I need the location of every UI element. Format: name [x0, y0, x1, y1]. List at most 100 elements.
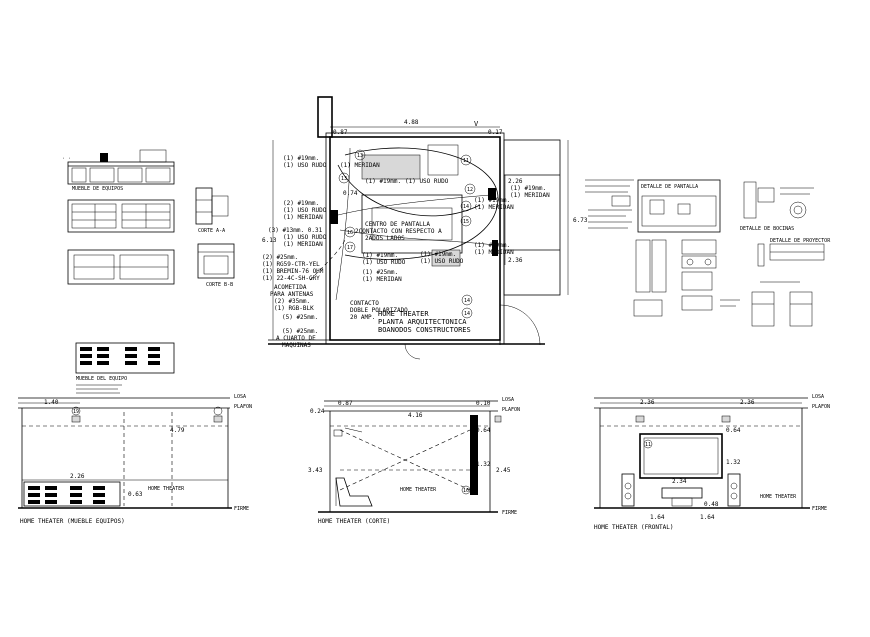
plan-note: (1) RG59-CTR-YEL [262, 261, 320, 268]
elev3-dim-f: 0.64 [726, 427, 741, 434]
plan-title-1: HOME THEATER [378, 310, 429, 318]
plan-center-note: 2CONTACTO CON RESPECTO A [355, 228, 442, 235]
plan-dim-right-total: 6.73 [573, 217, 588, 224]
elev2-dim-g: 0.64 [476, 427, 491, 434]
plan-note: (1) MERIDAN [283, 241, 323, 248]
detail-label-4: MUEBLE DEL EQUIPO [76, 376, 127, 382]
elev-tag: 19 [73, 409, 79, 415]
plan-tag: 17 [347, 245, 353, 251]
detail-text: · · [62, 156, 71, 162]
cabinet-top-elevation [67, 149, 175, 185]
plan-note: (2) #19mm. [283, 200, 319, 207]
floor-plan: 4.88 0.87 0.17 6.73 2.26 2.36 6.13 0.74 … [262, 96, 588, 360]
elev1-dim-b: 4.79 [170, 427, 185, 434]
plan-right-note: (1) USO RUDO [420, 258, 464, 265]
plan-note: (1) USO RUDO [283, 162, 327, 169]
plan-note: (3) #13mm. 0.31 [268, 227, 323, 234]
elev3-dim-e: 1.64 [700, 514, 715, 521]
plan-right-note: (1) MERIDAN [474, 204, 514, 211]
equipment-rack-detail: MUEBLE DEL EQUIPO [75, 342, 175, 394]
plan-right-note: (1) MERIDAN [510, 192, 550, 199]
elev3-dim-b: 2.36 [740, 399, 755, 406]
plan-dim-right-1: 2.26 [508, 178, 523, 185]
plan-note: A CUARTO DE [276, 335, 316, 342]
elev2-dim-b: 4.16 [408, 412, 423, 419]
elev2-dim-d: 3.43 [308, 467, 323, 474]
plan-tag: 13 [341, 176, 347, 182]
plan-center-notes: CENTRO DE PANTALLA 2CONTACTO CON RESPECT… [350, 178, 449, 321]
plan-title-2: PLANTA ARQUITECTONICA [378, 318, 467, 326]
plan-tag: 12 [467, 187, 473, 193]
detail-right-label-1: DETALLE DE PANTALLA [641, 184, 698, 190]
elevation-mueble-equipos: 19 1.40 4.79 2.26 0.63 LOSA PLAFON FIRME… [18, 394, 252, 525]
elev1-caption: HOME THEATER (MUEBLE EQUIPOS) [20, 518, 125, 525]
plan-center-note: (1) MERIDAN [362, 276, 402, 283]
plan-tag: 14 [463, 204, 469, 210]
plan-note: (2) #35mm. [274, 298, 310, 305]
plan-right-note: (1) #19mm. [420, 251, 456, 258]
plan-note: PARA ANTENAS [270, 291, 314, 298]
north-arrow: V [474, 120, 479, 128]
plan-tag-circles: 13 11 12 13 14 15 16 17 14 14 [338, 149, 476, 319]
plan-right-note: (1) #19mm. [474, 242, 510, 249]
plan-note: (5) #25mm. [282, 314, 318, 321]
elev1-losa: LOSA [234, 394, 246, 400]
elev3-firme: FIRME [812, 506, 827, 512]
elev3-room-label: HOME THEATER [760, 494, 797, 500]
plan-note: (2) #25mm. [262, 254, 298, 261]
detail-label-2: CORTE A-A [198, 228, 225, 234]
elev1-dim-a: 1.40 [44, 399, 59, 406]
right-detail-group: DETALLE DE PANTALLA DETALLE DE BOCINAS [585, 179, 831, 327]
section-b-detail: CORTE B-B [197, 243, 235, 288]
elev1-plafon: PLAFON [234, 404, 252, 410]
plan-center-note: 20 AMP. [350, 314, 375, 321]
plan-dim-left-2: 0.74 [343, 190, 358, 197]
screen-detail: DETALLE DE PANTALLA [585, 179, 721, 233]
plan-note: ACOMETIDA [274, 284, 307, 291]
plan-center-note: (1) #25mm. [362, 269, 398, 276]
elev2-dim-e: 2.45 [496, 467, 511, 474]
plan-note: (1) 22-4C-SH-GRY [262, 275, 320, 282]
detail-label-3: CORTE B-B [206, 282, 233, 288]
elev2-losa: LOSA [502, 397, 514, 403]
elev3-dim-h: 0.48 [704, 501, 719, 508]
elev-tag: 16 [463, 488, 469, 494]
plan-center-note: DOBLE POLARIZADO [350, 307, 408, 314]
elev2-caption: HOME THEATER (CORTE) [318, 518, 390, 525]
plan-dim-top-left: 0.87 [333, 129, 348, 136]
elev2-firme: FIRME [502, 510, 517, 516]
elev2-dim-c: 0.10 [476, 400, 491, 407]
left-detail-group: · · MUEBLE DE EQUIPOS [62, 149, 235, 394]
plan-center-note: (1) USO RUDO [362, 259, 406, 266]
elev3-losa: LOSA [812, 394, 824, 400]
elev1-dim-c: 2.26 [70, 473, 85, 480]
elev2-dim-h: 0.24 [310, 408, 325, 415]
plan-center-note: (1) USO RUDO [405, 178, 449, 185]
plan-center-note: CONTACTO [350, 300, 379, 307]
elev2-dim-a: 0.87 [338, 400, 353, 407]
projector-detail: DETALLE DE PROYECTOR [751, 238, 831, 327]
elev3-dim-c: 2.34 [672, 478, 687, 485]
plan-tag: 14 [464, 298, 470, 304]
plan-note: (1) USO RUDO [283, 234, 327, 241]
plan-note: (1) MERIDAN [340, 162, 380, 169]
plan-note: (1) BREMIN-76 OHM [262, 268, 324, 275]
detail-right-label-3: DETALLE DE PROYECTOR [770, 238, 831, 244]
elev3-dim-d: 1.64 [650, 514, 665, 521]
elev3-dim-a: 2.36 [640, 399, 655, 406]
plan-tag: 13 [357, 153, 363, 159]
plan-center-note: CENTRO DE PANTALLA [365, 221, 430, 228]
plan-tag: 14 [464, 311, 470, 317]
plan-center-note: (1) #19mm. [362, 252, 398, 259]
plan-dim-top-right: 0.17 [488, 129, 503, 136]
elev3-plafon: PLAFON [812, 404, 830, 410]
plan-dim-top: 4.88 [404, 119, 419, 126]
plan-center-note: 2ADOS LADOS [365, 235, 405, 242]
elevation-frontal: 11 2.36 2.36 2.34 1.64 1.64 0.64 1.32 0.… [594, 394, 830, 531]
elevation-corte: 16 0.87 4.16 0.10 3.43 2.45 1.32 0.64 0.… [308, 397, 520, 525]
plan-note: MAQUINAS [282, 342, 311, 349]
elev2-room-label: HOME THEATER [400, 487, 437, 493]
speaker-detail: DETALLE DE BOCINAS [740, 181, 814, 232]
elev3-dim-g: 1.32 [726, 459, 741, 466]
plan-tag: 15 [463, 219, 469, 225]
